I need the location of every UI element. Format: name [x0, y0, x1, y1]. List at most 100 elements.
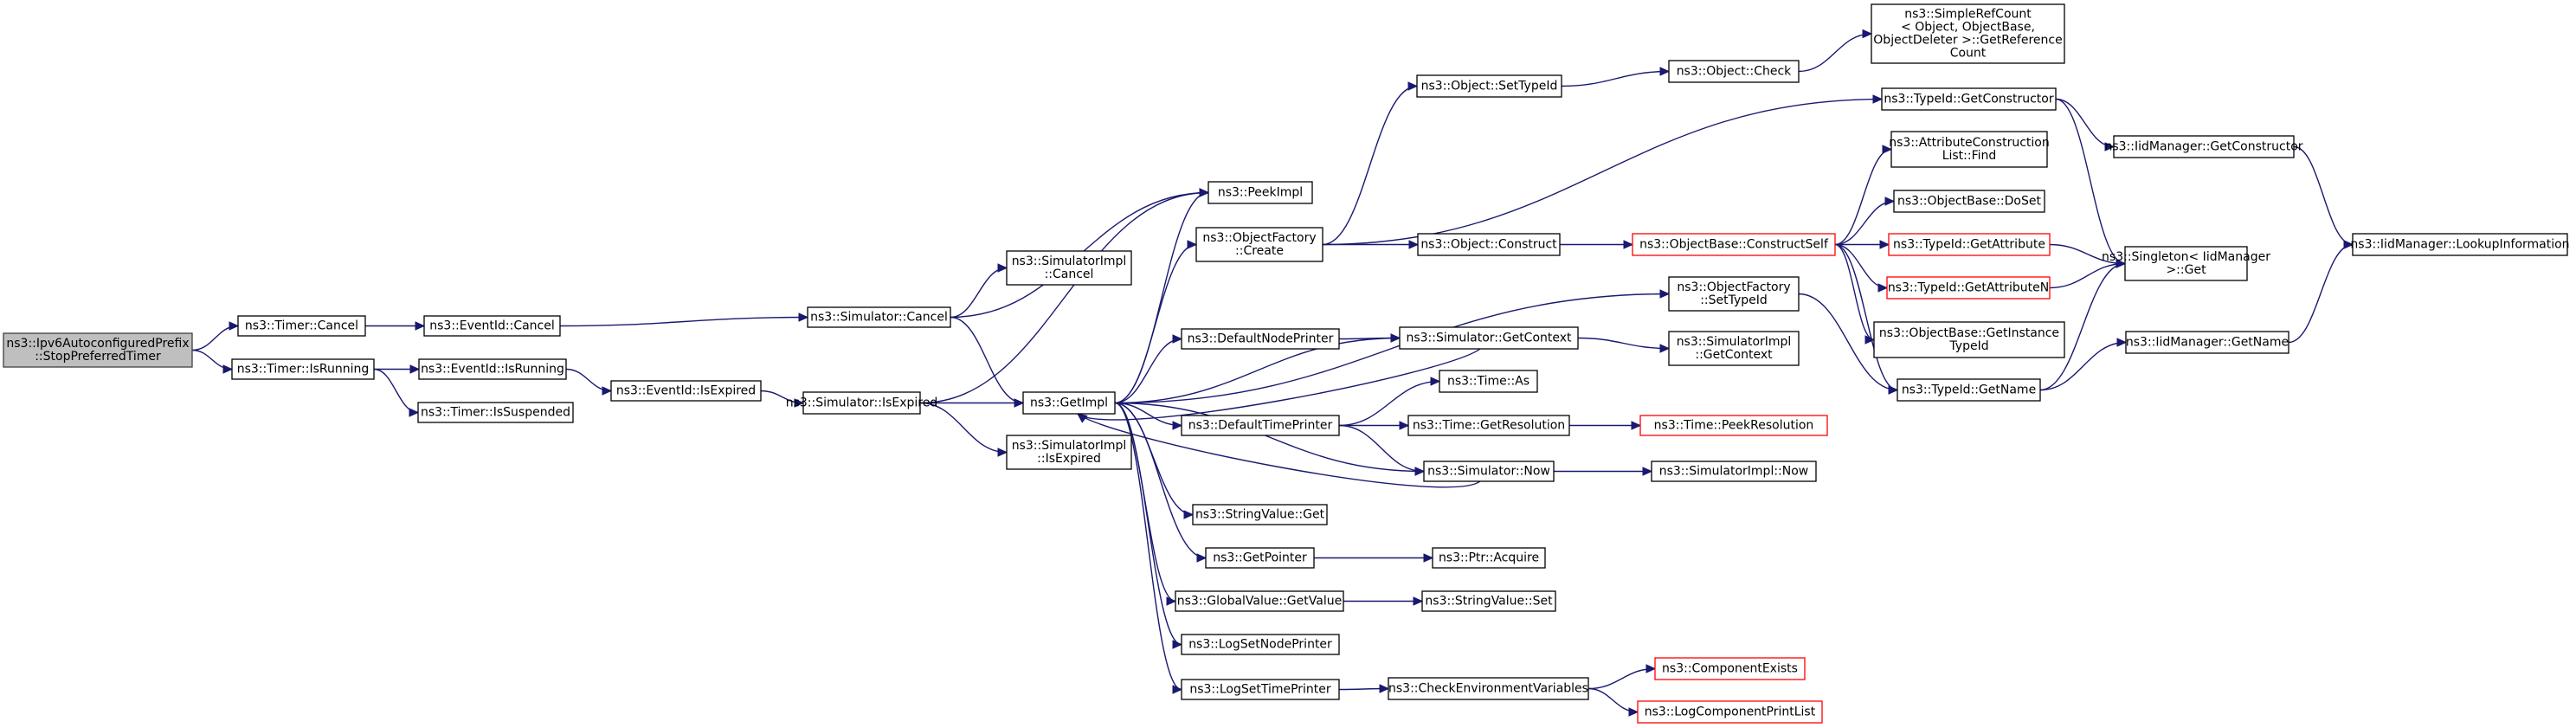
node-simimpl-getcontext[interactable]: ns3::SimulatorImpl::GetContext: [1668, 331, 1800, 366]
node-logsetnodeprinter[interactable]: ns3::LogSetNodePrinter: [1181, 634, 1340, 655]
node-label: ns3::IidManager::LookupInformation: [2350, 238, 2569, 252]
node-componentexists[interactable]: ns3::ComponentExists: [1654, 657, 1806, 680]
edge-getimpl-to-objfactory-create: [1114, 240, 1198, 404]
node-box: [1439, 370, 1538, 393]
node-time-peekresolution[interactable]: ns3::Time::PeekResolution: [1639, 415, 1828, 436]
node-ptr-acquire[interactable]: ns3::Ptr::Acquire: [1432, 547, 1546, 569]
node-singleton-get[interactable]: ns3::Singleton< IidManager >::Get: [2102, 246, 2270, 281]
edge-eventid-cancel-to-sim-cancel: [559, 312, 809, 327]
node-box: [1890, 131, 2048, 168]
edge-defaulttimeprinter-to-sim-now: [1338, 424, 1426, 476]
node-label: ns3::CheckEnvironmentVariables: [1388, 682, 1588, 696]
node-sim-isexpired[interactable]: ns3::Simulator::IsExpired: [786, 391, 938, 415]
node-getimpl[interactable]: ns3::GetImpl: [1022, 391, 1116, 415]
node-box: [1897, 378, 2041, 402]
node-label: >::Get: [2166, 263, 2206, 277]
node-simimpl-now[interactable]: ns3::SimulatorImpl::Now: [1651, 461, 1817, 482]
node-box: [3, 332, 193, 368]
node-box: [1399, 326, 1579, 350]
node-timer-issuspended[interactable]: ns3::Timer::IsSuspended: [417, 402, 574, 423]
node-label: ns3::SimpleRefCount: [1904, 8, 2032, 22]
edge-defaulttimeprinter-to-time-getresolution: [1339, 421, 1410, 430]
node-label: ::IsExpired: [1037, 452, 1101, 466]
edge-timer-isrunning-to-eventid-isrunning: [374, 364, 421, 374]
node-sim-now[interactable]: ns3::Simulator::Now: [1423, 461, 1555, 482]
node-label: ns3::TypeId::GetConstructor: [1884, 93, 2053, 106]
node-label: ns3::TypeId::GetName: [1902, 383, 2036, 397]
node-objbase-constructself[interactable]: ns3::ObjectBase::ConstructSelf: [1632, 233, 1836, 256]
node-box: [1192, 504, 1328, 525]
node-iidmanager-getname[interactable]: ns3::IidManager::GetName: [2125, 331, 2289, 354]
node-box: [1175, 590, 1344, 612]
node-box: [1006, 250, 1132, 286]
edge-getimpl-to-logsetnodeprinter: [1114, 402, 1183, 649]
node-object-check[interactable]: ns3::Object::Check: [1668, 60, 1800, 83]
node-label: ns3::TypeId::GetAttributeN: [1888, 281, 2049, 295]
node-label: ns3::Object::Construct: [1420, 238, 1557, 252]
node-checkenv[interactable]: ns3::CheckEnvironmentVariables: [1388, 677, 1589, 700]
node-stringvalue-get[interactable]: ns3::StringValue::Get: [1192, 504, 1328, 525]
node-label: ns3::Simulator::Cancel: [810, 311, 948, 325]
node-box: [1208, 181, 1313, 204]
node-label: ns3::Ipv6AutoconfiguredPrefix: [6, 337, 189, 351]
node-box: [423, 315, 561, 337]
node-label: ns3::ObjectBase::ConstructSelf: [1639, 238, 1829, 252]
edge-getimpl-to-logsettimeprinter: [1114, 402, 1183, 694]
node-iidmanager-getconstructor[interactable]: ns3::IidManager::GetConstructor: [2104, 135, 2303, 158]
node-object-construct[interactable]: ns3::Object::Construct: [1417, 233, 1561, 256]
node-object-settypeid[interactable]: ns3::Object::SetTypeId: [1416, 74, 1562, 98]
node-iidmanager-lookupinfo[interactable]: ns3::IidManager::LookupInformation: [2350, 233, 2570, 256]
node-time-getresolution[interactable]: ns3::Time::GetResolution: [1407, 415, 1570, 436]
node-simimpl-cancel[interactable]: ns3::SimulatorImpl::Cancel: [1006, 250, 1132, 286]
node-box: [1407, 415, 1570, 436]
edge-defaultnodeprinter-to-sim-getcontext: [1338, 333, 1401, 343]
edge-objbase-constructself-to-typeid-getattributen: [1834, 243, 1889, 293]
node-objbase-doset[interactable]: ns3::ObjectBase::DoSet: [1893, 190, 2045, 213]
node-globalvalue-getvalue[interactable]: ns3::GlobalValue::GetValue: [1175, 590, 1344, 612]
edge-sim-now-to-simimpl-now: [1554, 467, 1653, 476]
node-label: ns3::SimulatorImpl: [1012, 439, 1127, 453]
edge-getimpl-to-getpointer: [1114, 402, 1208, 563]
node-simplerefcount[interactable]: ns3::SimpleRefCount< Object, ObjectBase,…: [1871, 3, 2065, 64]
node-typeid-getattribute[interactable]: ns3::TypeId::GetAttribute: [1888, 233, 2051, 256]
node-label: ns3::EventId::IsExpired: [616, 384, 756, 398]
node-label: ns3::Time::GetResolution: [1413, 419, 1565, 433]
node-stringvalue-set[interactable]: ns3::StringValue::Set: [1421, 590, 1556, 612]
node-defaultnodeprinter[interactable]: ns3::DefaultNodePrinter: [1181, 328, 1340, 350]
node-eventid-cancel[interactable]: ns3::EventId::Cancel: [423, 315, 561, 337]
node-box: [1668, 276, 1800, 312]
node-logsettimeprinter[interactable]: ns3::LogSetTimePrinter: [1181, 679, 1340, 700]
node-timer-cancel[interactable]: ns3::Timer::Cancel: [237, 315, 366, 337]
node-eventid-isrunning[interactable]: ns3::EventId::IsRunning: [418, 358, 567, 380]
node-simimpl-isexpired[interactable]: ns3::SimulatorImpl::IsExpired: [1006, 435, 1132, 470]
node-objfactory-settypeid[interactable]: ns3::ObjectFactory::SetTypeId: [1668, 276, 1800, 312]
edge-root-to-timer-isrunning: [191, 349, 234, 374]
edge-sim-cancel-to-getimpl: [950, 316, 1025, 408]
node-box: [1181, 415, 1340, 436]
node-typeid-getconstructor[interactable]: ns3::TypeId::GetConstructor: [1881, 87, 2057, 111]
node-defaulttimeprinter[interactable]: ns3::DefaultTimePrinter: [1181, 415, 1340, 436]
node-label: ns3::SimulatorImpl: [1012, 254, 1127, 268]
node-timer-isrunning[interactable]: ns3::Timer::IsRunning: [231, 358, 375, 380]
node-logcomponentprintlist[interactable]: ns3::LogComponentPrintList: [1637, 700, 1823, 724]
edge-globalvalue-getvalue-to-stringvalue-set: [1343, 596, 1424, 606]
node-label: ns3::ObjectFactory: [1202, 231, 1316, 245]
node-getpointer[interactable]: ns3::GetPointer: [1205, 547, 1315, 569]
node-label: ns3::Simulator::GetContext: [1406, 332, 1572, 345]
node-sim-cancel[interactable]: ns3::Simulator::Cancel: [807, 306, 951, 328]
node-objfactory-create[interactable]: ns3::ObjectFactory::Create: [1195, 227, 1323, 262]
edge-typeid-getname-to-iidmanager-getname: [2039, 338, 2128, 391]
node-time-as[interactable]: ns3::Time::As: [1439, 370, 1538, 393]
node-box: [1637, 700, 1823, 724]
node-typeid-getattributen[interactable]: ns3::TypeId::GetAttributeN: [1886, 276, 2051, 300]
node-sim-getcontext[interactable]: ns3::Simulator::GetContext: [1399, 326, 1579, 350]
edge-timer-isrunning-to-timer-issuspended: [373, 368, 420, 417]
node-typeid-getname[interactable]: ns3::TypeId::GetName: [1897, 378, 2041, 402]
node-peekimpl[interactable]: ns3::PeekImpl: [1208, 181, 1313, 204]
node-box: [802, 391, 921, 415]
node-box: [1893, 190, 2045, 213]
node-eventid-isexpired[interactable]: ns3::EventId::IsExpired: [610, 380, 762, 402]
node-label: ns3::StringValue::Get: [1195, 508, 1325, 522]
